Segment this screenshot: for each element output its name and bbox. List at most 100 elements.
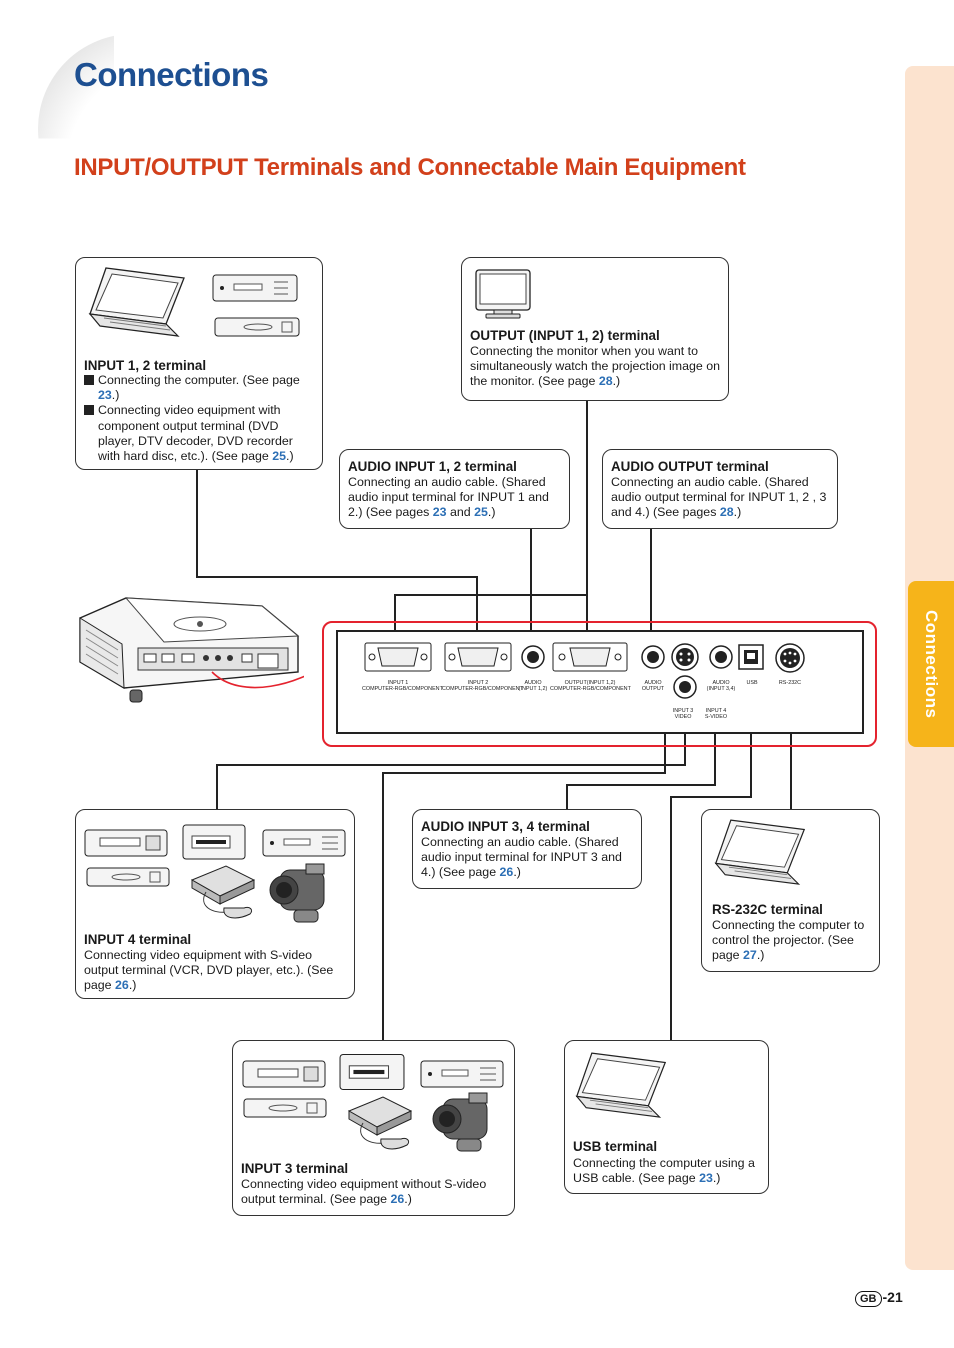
page-link[interactable]: 27 (743, 948, 757, 963)
page-title: Connections (74, 56, 269, 93)
audio-input-3-4-box: AUDIO INPUT 3, 4 terminal Connecting an … (412, 809, 642, 889)
audio-input-1-2-box: AUDIO INPUT 1, 2 terminal Connecting an … (339, 449, 570, 529)
page-link[interactable]: 26 (390, 1192, 405, 1207)
audio-input-3-4-text: Connecting an audio cable. (Shared audio… (421, 835, 639, 881)
input4-label-text: INPUT 4 (705, 708, 727, 714)
video-jack-icon (673, 675, 697, 699)
laptop-icon (575, 1052, 667, 1118)
page-number-text: -21 (882, 1289, 903, 1305)
text-suffix: .) (111, 388, 120, 403)
connector-line (586, 400, 588, 646)
usb-port-icon (738, 644, 764, 670)
text-suffix: .) (712, 1171, 721, 1186)
input-1-2-bullet1: Connecting the computer. (See page (98, 373, 300, 387)
audio-in12-label-text: AUDIO (524, 680, 542, 686)
input3-label-text: INPUT 3 (672, 708, 694, 714)
bullet-square-icon (84, 375, 94, 385)
audio-jack-icon (709, 645, 733, 669)
rs232c-label: RS-232C (778, 680, 802, 686)
input-1-2-box: INPUT 1, 2 terminal Connecting the compu… (75, 257, 323, 470)
game-console-icon (190, 865, 256, 919)
input-3-desc: Connecting video equipment without S-vid… (241, 1177, 487, 1207)
usb-text: Connecting the computer using a USB cabl… (573, 1156, 763, 1186)
terminal-panel-highlight (322, 621, 877, 747)
dvd-player-icon (420, 1060, 504, 1088)
connector-line (476, 576, 478, 648)
audio-output-label-text: AUDIO (644, 680, 662, 686)
connector-line (650, 528, 652, 648)
region-badge: GB (855, 1291, 882, 1307)
audio-in34-label: AUDIO(INPUT 3,4) (704, 680, 738, 692)
vcr-icon (242, 1060, 326, 1088)
input1-sublabel: COMPUTER-RGB/COMPONENT (362, 686, 443, 692)
game-console-icon (347, 1096, 413, 1150)
usb-desc: Connecting the computer using a USB cabl… (573, 1156, 755, 1186)
input-1-2-bullet2: Connecting video equipment with componen… (98, 403, 293, 464)
audio-in34-sublabel: (INPUT 3,4) (706, 686, 736, 692)
input1-label-text: INPUT 1 (387, 680, 409, 686)
page-link[interactable]: 23 (699, 1171, 713, 1186)
rs232c-desc: Connecting the computer to control the p… (712, 918, 865, 963)
section-title: INPUT/OUTPUT Terminals and Connectable M… (74, 154, 746, 181)
connector-line (530, 528, 532, 648)
usb-heading: USB terminal (573, 1139, 658, 1154)
page-link[interactable]: 23 (98, 388, 112, 403)
audio-input-3-4-heading: AUDIO INPUT 3, 4 terminal (421, 819, 590, 834)
output-desc: Connecting the monitor when you want to … (470, 344, 721, 389)
dtv-decoder-icon (243, 1098, 327, 1118)
audio-output-box: AUDIO OUTPUT terminal Connecting an audi… (602, 449, 838, 529)
connector-line (566, 784, 716, 786)
connector-line (664, 706, 666, 774)
bullet-square-icon (84, 405, 94, 416)
page-number: GB-21 (855, 1289, 903, 1307)
connector-line (566, 784, 568, 810)
vcr-icon (84, 829, 168, 857)
connector-line (790, 664, 792, 810)
input-1-2-heading: INPUT 1, 2 terminal (84, 358, 207, 373)
page-link[interactable]: 26 (115, 978, 129, 993)
text-suffix: .) (513, 865, 521, 880)
connector-line (382, 772, 384, 1042)
output-text: Connecting the monitor when you want to … (470, 344, 722, 390)
output-label: OUTPUT(INPUT 1,2)COMPUTER-RGB/COMPONENT (550, 680, 631, 692)
input-3-box: INPUT 3 terminal Connecting video equipm… (232, 1040, 515, 1216)
input3-sublabel: VIDEO (674, 714, 692, 720)
text-suffix: .) (404, 1192, 412, 1207)
input-1-2-text: Connecting the computer. (See page 23.) … (84, 373, 316, 464)
text-suffix: .) (286, 449, 294, 464)
camcorder-icon (269, 863, 325, 923)
page-link[interactable]: 28 (719, 505, 734, 520)
page-link[interactable]: 26 (499, 865, 514, 880)
audio-output-sublabel: OUTPUT (641, 686, 665, 692)
audio-input-3-4-desc: Connecting an audio cable. (Shared audio… (421, 835, 622, 880)
page-link[interactable]: 25 (272, 449, 287, 464)
page-link[interactable]: 25 (474, 505, 488, 520)
connector-line (196, 576, 478, 578)
dtv-decoder-icon (214, 317, 300, 337)
usb-label: USB (746, 680, 758, 686)
text-suffix: .) (487, 505, 496, 520)
text-suffix: .) (612, 374, 621, 389)
monitor-icon (475, 269, 531, 319)
audio-in34-label-text: AUDIO (712, 680, 730, 686)
dvd-player-icon (262, 829, 346, 857)
connector-line (670, 796, 752, 798)
svideo-jack-icon (671, 643, 699, 671)
dvd-player-icon (212, 274, 298, 302)
connector-line (394, 594, 588, 596)
text-suffix: .) (733, 505, 742, 520)
audio-jack-icon (521, 645, 545, 669)
text-suffix: .) (756, 948, 765, 963)
page-link[interactable]: 23 (432, 505, 447, 520)
side-tab-connections[interactable]: Connections (908, 581, 954, 747)
output-label-text: OUTPUT(INPUT 1,2) (564, 680, 616, 686)
audio-input-1-2-heading: AUDIO INPUT 1, 2 terminal (348, 459, 517, 474)
usb-box: USB terminal Connecting the computer usi… (564, 1040, 769, 1194)
page-link[interactable]: 28 (598, 374, 613, 389)
camcorder-icon (432, 1092, 488, 1152)
audio-input-1-2-desc: Connecting an audio cable. (Shared audio… (348, 475, 549, 520)
